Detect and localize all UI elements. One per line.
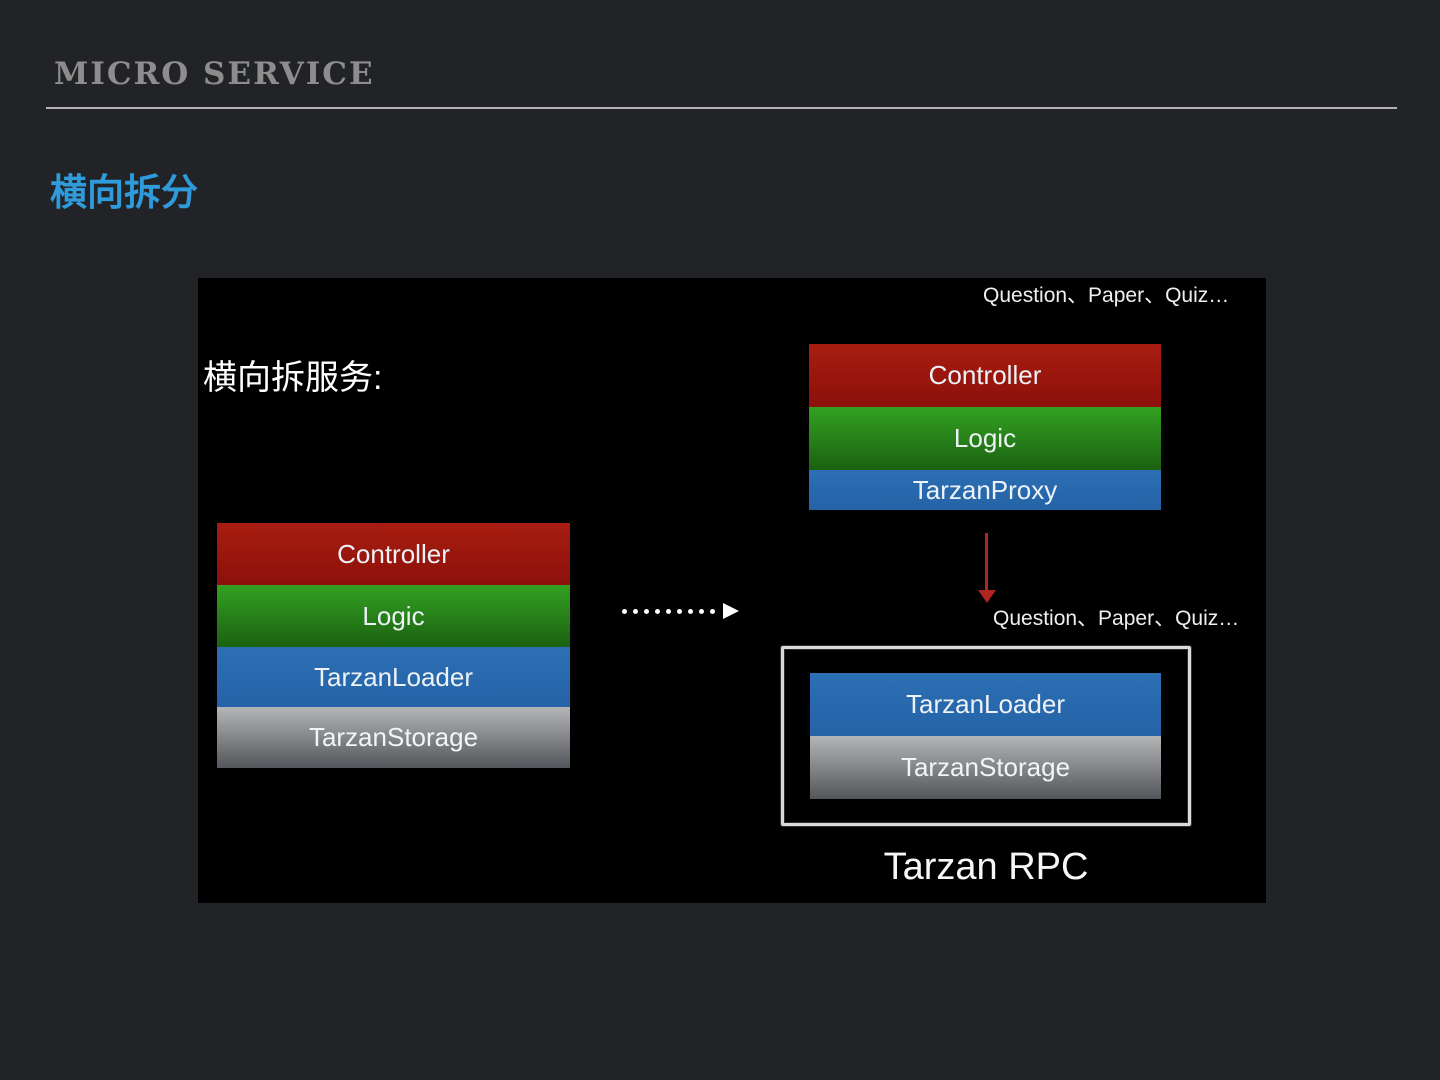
block-label: Controller — [337, 538, 450, 569]
block-label: TarzanLoader — [314, 661, 473, 692]
block-tarzanloader: TarzanLoader — [810, 673, 1161, 736]
block-label: Logic — [953, 423, 1017, 453]
rpc-service-stack: TarzanLoader TarzanStorage — [810, 673, 1161, 799]
block-label: TarzanProxy — [912, 474, 1058, 505]
dotted-right-arrow — [622, 603, 739, 619]
diagram-heading: 横向拆服务: — [203, 359, 383, 397]
block-tarzanloader: TarzanLoader — [217, 647, 570, 707]
section-subtitle: 横向拆分 — [50, 170, 198, 214]
down-arrow — [978, 533, 996, 603]
block-logic: Logic — [809, 407, 1161, 470]
block-label: Logic — [362, 600, 425, 631]
block-controller: Controller — [809, 344, 1161, 407]
block-controller: Controller — [217, 523, 570, 585]
block-label: TarzanLoader — [906, 689, 1065, 719]
page-title: MICRO SERVICE — [54, 56, 375, 92]
block-tarzanstorage: TarzanStorage — [810, 736, 1161, 799]
service-stack-monolith: Controller Logic TarzanLoader TarzanStor… — [217, 523, 570, 768]
diagram-panel: Question、Paper、Quiz… 横向拆服务: Controller L… — [198, 278, 1266, 903]
block-tarzanproxy: TarzanProxy — [809, 470, 1161, 510]
service-stack-split: Controller Logic TarzanProxy — [809, 344, 1161, 510]
arrowhead-icon — [723, 603, 739, 619]
block-logic: Logic — [217, 585, 570, 647]
title-divider — [46, 107, 1397, 109]
rpc-caption: Tarzan RPC — [883, 846, 1089, 888]
caption-entities-mid: Question、Paper、Quiz… — [993, 607, 1240, 630]
block-label: TarzanStorage — [308, 722, 479, 752]
block-tarzanstorage: TarzanStorage — [217, 707, 570, 768]
caption-entities-top: Question、Paper、Quiz… — [983, 284, 1230, 307]
block-label: TarzanStorage — [900, 752, 1071, 782]
rpc-group-box: TarzanLoader TarzanStorage — [781, 646, 1191, 826]
arrowhead-icon — [978, 590, 996, 603]
block-label: Controller — [928, 360, 1042, 390]
